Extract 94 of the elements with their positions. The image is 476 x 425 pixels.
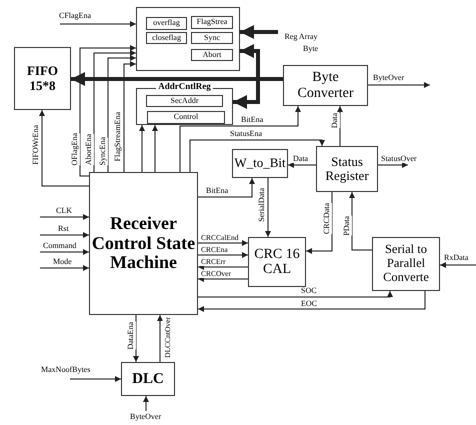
- block-heading: AddrCntlReg: [156, 82, 213, 92]
- arrow: [39, 110, 90, 186]
- register-array-box: [136, 7, 240, 71]
- block: [14, 47, 71, 110]
- signal-label: FlagStreamEna: [113, 112, 123, 162]
- signal-label: Rst: [57, 225, 70, 233]
- signal-label: StatusOver: [380, 155, 418, 163]
- signal-label: EOC: [300, 300, 318, 308]
- signal-label: MaxNoofBytes: [40, 366, 92, 374]
- register-box: [191, 16, 233, 29]
- arrow: [368, 82, 430, 88]
- register-box: [147, 111, 225, 124]
- arrow: [198, 276, 248, 282]
- arrow: [337, 106, 343, 146]
- block-label: CRC 16 CAL: [253, 246, 301, 278]
- block-label: Serial to Parallel Converte: [382, 243, 430, 285]
- block-label: closeflag: [152, 34, 181, 42]
- signal-label: OFlagEna: [70, 133, 80, 166]
- arrow: [198, 264, 248, 270]
- arrow: [306, 192, 332, 254]
- arrow: [40, 265, 90, 271]
- signal-label: Data: [330, 113, 340, 128]
- arrow: [152, 124, 158, 172]
- register-box: [146, 17, 187, 30]
- block-label: Sync: [204, 34, 220, 42]
- block-label: overflag: [153, 19, 180, 28]
- register-box: [146, 32, 187, 44]
- arrow: [265, 178, 271, 238]
- block: [121, 362, 175, 396]
- signal-label: CFlagEna: [58, 12, 92, 20]
- register-box: [283, 65, 368, 106]
- arrow: [133, 314, 139, 362]
- signal-label: StatusEna: [229, 130, 263, 138]
- register-box: [191, 32, 233, 44]
- arrow: [40, 249, 90, 255]
- register-box: [191, 49, 233, 61]
- arrow: [94, 50, 136, 172]
- register-box: [372, 237, 440, 291]
- arrow: [80, 45, 136, 176]
- arrow: [108, 55, 136, 172]
- block-label: Abort: [202, 50, 222, 60]
- arrow: [190, 140, 325, 172]
- arrow: [198, 290, 426, 312]
- arrow: [288, 162, 316, 168]
- signal-label: ByteOver: [129, 413, 162, 421]
- block: [248, 237, 306, 287]
- arrow: [198, 178, 255, 198]
- arrow: [70, 376, 122, 382]
- arrow: [198, 240, 248, 246]
- signal-label: Command: [42, 242, 78, 250]
- signal-label: CLK: [55, 207, 73, 215]
- signal-label: SyncEna: [98, 137, 108, 166]
- register-box: [316, 146, 378, 192]
- signal-label: PData: [342, 216, 352, 236]
- bus-label: Reg Array: [284, 32, 318, 41]
- arrow: [40, 214, 90, 220]
- block-label: Status Register: [324, 154, 370, 184]
- arrow: [143, 396, 149, 412]
- signal-label: FIFOWrEna: [31, 125, 41, 165]
- block-label: Control: [174, 113, 198, 122]
- signal-label: CRCData: [322, 203, 332, 234]
- block-label: DLC: [132, 370, 164, 388]
- bus-arrow: [240, 25, 278, 39]
- signal-label: Mode: [52, 258, 73, 266]
- register-box: [232, 149, 288, 178]
- signal-label: AbortEna: [84, 134, 94, 166]
- block-label: W_to_Bit: [234, 156, 286, 171]
- signal-label: SerialData: [257, 188, 267, 222]
- arrow: [349, 192, 372, 250]
- arrow: [440, 262, 476, 268]
- signal-label: SOC: [300, 287, 318, 295]
- arrow: [378, 162, 408, 168]
- block-label: FlagStrea: [196, 18, 228, 27]
- block-label: SecAddr: [170, 96, 198, 106]
- block: [89, 172, 198, 315]
- signal-label: Byte: [303, 44, 318, 53]
- signal-label: RxData: [443, 254, 470, 262]
- signal-label: DataEna: [126, 322, 136, 350]
- arrow: [139, 124, 145, 172]
- register-box: [146, 95, 223, 107]
- signal-label: BitEna: [240, 116, 264, 124]
- arrow: [124, 61, 136, 172]
- arrow: [198, 252, 248, 258]
- arrow: [157, 314, 163, 362]
- arrow: [60, 21, 136, 27]
- arrow: [40, 232, 90, 238]
- arrow: [180, 106, 301, 172]
- arrow: [198, 290, 393, 298]
- signal-label: ByteOver: [372, 74, 406, 82]
- block-label: Receiver Control State Machine: [90, 214, 196, 274]
- signal-label: BitEna: [205, 187, 230, 195]
- signal-label: Data: [292, 155, 310, 163]
- block-label: FIFO 15*8: [26, 64, 60, 93]
- block-label: Byte Converter: [296, 70, 354, 101]
